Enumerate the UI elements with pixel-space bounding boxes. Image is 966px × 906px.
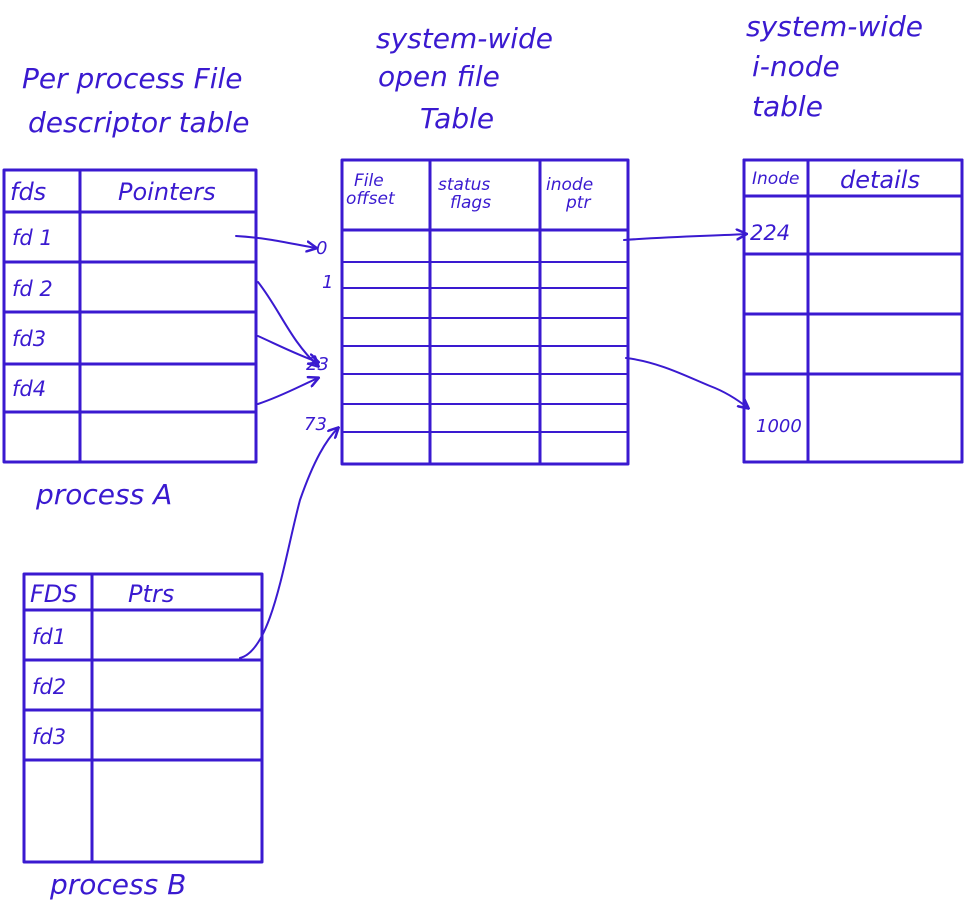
process-b-fd-table: FDS Ptrs fd1 fd2 fd3	[22, 572, 264, 864]
open-file-table-title-line1: system-wide	[376, 22, 553, 55]
fd-table-title-line1: Per process File	[22, 62, 243, 95]
inode-table-title-line3: table	[752, 90, 823, 123]
process-a-col-pointers: Pointers	[118, 178, 216, 206]
inode-entry-1000: 1000	[756, 416, 802, 437]
inode-col-inode: Inode	[752, 169, 799, 189]
inode-table-title-line2: i-node	[752, 50, 840, 83]
process-a-fd1: fd 1	[12, 226, 53, 250]
inode-entry-224: 224	[750, 221, 790, 245]
inode-table-title-line1: system-wide	[746, 10, 923, 43]
arrow-open-file-to-inode-1000	[625, 357, 748, 408]
pointer-arrows	[235, 234, 748, 659]
process-a-caption: process A	[35, 478, 172, 511]
process-b-fd3: fd3	[32, 725, 66, 749]
open-file-index-1: 1	[322, 272, 333, 293]
process-b-col-fds: FDS	[30, 580, 78, 608]
arrow-a-fd1-to-open-file-0	[235, 235, 316, 248]
arrow-open-file-to-inode-224	[623, 234, 746, 241]
arrow-a-fd4-to-open-file-3	[257, 378, 318, 405]
open-file-index-0: 0	[316, 238, 327, 259]
open-file-col-offset-line1: File	[354, 171, 384, 191]
open-file-table-title-line2: open file	[378, 60, 500, 93]
inode-table: Inode details 224 1000	[742, 158, 964, 464]
open-file-col-inode-line2: ptr	[565, 193, 591, 213]
open-file-table: File offset status flags inode ptr	[340, 158, 630, 466]
fd-table-title-line2: descriptor table	[28, 106, 249, 139]
process-a-fd4: fd4	[12, 377, 46, 401]
arrow-a-fd3-to-open-file-2	[257, 335, 318, 362]
process-a-col-fds: fds	[10, 178, 46, 206]
process-b-fd2: fd2	[32, 675, 66, 699]
open-file-col-status-line1: status	[438, 175, 490, 195]
inode-col-details: details	[840, 166, 920, 194]
process-b-caption: process B	[49, 868, 186, 901]
process-b-col-pointers: Ptrs	[128, 580, 174, 608]
open-file-index-73: 73	[304, 414, 327, 435]
open-file-col-inode-line1: inode	[546, 175, 593, 195]
open-file-col-status-line2: flags	[450, 193, 491, 213]
arrow-b-fd1-to-open-file-73	[239, 428, 338, 659]
open-file-col-offset-line2: offset	[346, 189, 396, 209]
process-a-fd3: fd3	[12, 327, 46, 351]
process-a-fd2: fd 2	[12, 277, 53, 301]
process-b-fd1: fd1	[32, 625, 66, 649]
process-a-fd-table: fds Pointers fd 1 fd 2 fd3 fd4	[2, 168, 258, 464]
open-file-table-title-line3: Table	[420, 102, 494, 135]
